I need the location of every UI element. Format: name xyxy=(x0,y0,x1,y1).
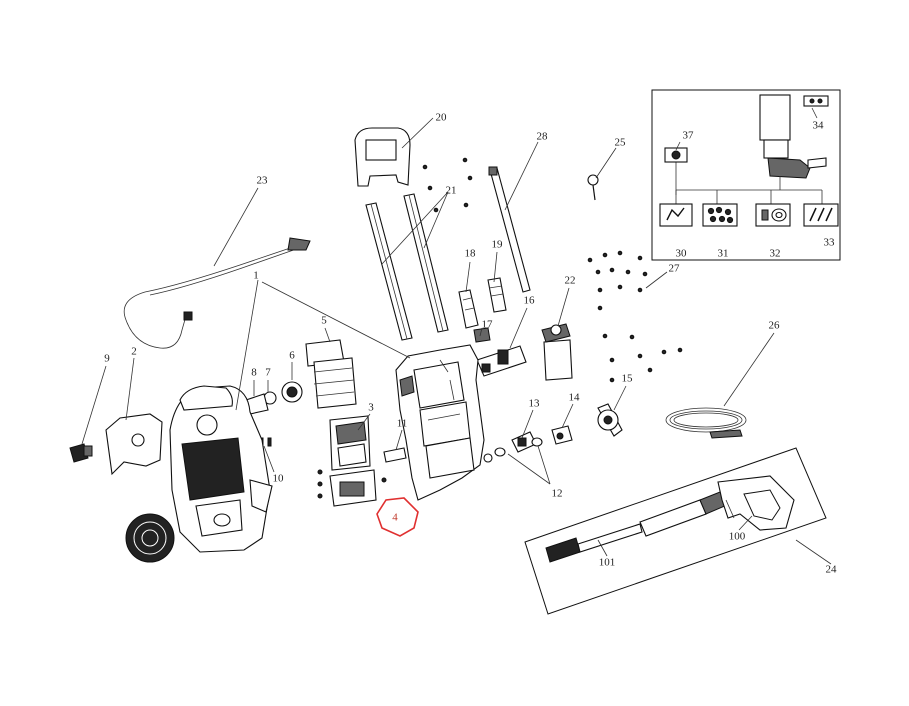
main-housing xyxy=(169,385,273,553)
label-part-21: 21 xyxy=(445,184,457,197)
part-27-screws xyxy=(587,250,683,383)
label-part-30: 30 xyxy=(675,247,687,260)
label-part-15: 15 xyxy=(621,372,633,385)
part-21-tubes xyxy=(365,193,449,341)
leader-lines xyxy=(81,107,832,565)
label-part-16: 16 xyxy=(523,294,535,307)
part-22-detergent-tank xyxy=(541,323,573,381)
label-part-100: 100 xyxy=(728,530,746,543)
label-part-18: 18 xyxy=(464,247,476,260)
label-part-33: 33 xyxy=(823,236,835,249)
label-part-17: 17 xyxy=(481,318,493,331)
accessory-kit-box xyxy=(651,89,841,261)
label-part-6: 6 xyxy=(289,349,295,362)
label-part-1: 1 xyxy=(253,269,259,282)
label-part-34: 34 xyxy=(812,119,824,132)
part-16-bracket xyxy=(476,345,527,377)
part-23-hose xyxy=(123,237,311,349)
label-part-28: 28 xyxy=(536,130,548,143)
label-part-3: 3 xyxy=(368,401,374,414)
label-part-9: 9 xyxy=(104,352,110,365)
label-part-14: 14 xyxy=(568,391,580,404)
spray-gun-box xyxy=(524,447,827,615)
part-18-19-17 xyxy=(458,277,507,343)
handle-screws xyxy=(422,157,473,213)
label-part-12: 12 xyxy=(551,487,563,500)
label-part-13: 13 xyxy=(528,397,540,410)
label-part-11: 11 xyxy=(396,417,408,430)
part-3-pump-body xyxy=(329,415,371,471)
wheel xyxy=(125,513,175,563)
part-20-handle xyxy=(354,127,411,187)
label-part-101: 101 xyxy=(598,556,616,569)
label-part-20: 20 xyxy=(435,111,447,124)
label-part-4: 4 xyxy=(392,511,398,524)
part-25-pin xyxy=(587,174,599,201)
label-part-27: 27 xyxy=(668,262,680,275)
part-28-rod xyxy=(488,166,531,293)
label-part-32: 32 xyxy=(769,247,781,260)
part-15-hub xyxy=(597,403,623,437)
part-4-pump-head xyxy=(317,469,387,507)
highlight-part-4 xyxy=(376,497,419,537)
label-part-7: 7 xyxy=(265,366,271,379)
label-part-24: 24 xyxy=(825,563,837,576)
part-9-knob xyxy=(69,443,93,463)
label-part-31: 31 xyxy=(717,247,729,260)
label-part-26: 26 xyxy=(768,319,780,332)
part-26-hose-coil xyxy=(665,407,747,439)
part-11-fitting xyxy=(383,447,407,463)
label-part-23: 23 xyxy=(256,174,268,187)
parts-12-13-14 xyxy=(494,425,573,457)
label-part-2: 2 xyxy=(131,345,137,358)
label-part-5: 5 xyxy=(321,314,327,327)
part-5-motor xyxy=(305,339,357,409)
label-part-25: 25 xyxy=(614,136,626,149)
label-part-19: 19 xyxy=(491,238,503,251)
label-part-8: 8 xyxy=(251,366,257,379)
label-part-37: 37 xyxy=(682,129,694,142)
label-part-10: 10 xyxy=(272,472,284,485)
part-2-cover xyxy=(105,413,163,476)
part-1-main-frame xyxy=(395,344,493,501)
label-part-22: 22 xyxy=(564,274,576,287)
